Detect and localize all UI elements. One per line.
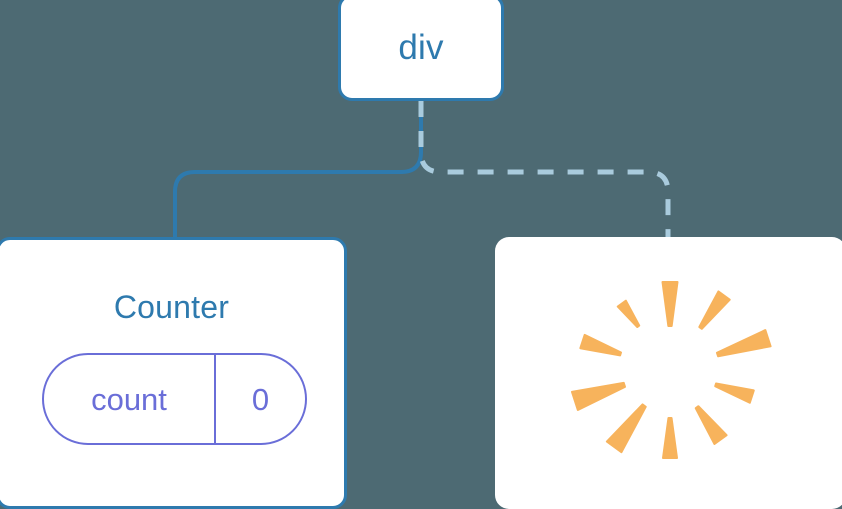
spinner-ray-9 xyxy=(616,299,641,329)
spinner-ray-3 xyxy=(714,382,755,404)
loading-spinner-burst-icon xyxy=(570,281,772,459)
state-key-cell: count xyxy=(44,355,216,443)
spinner-ray-7 xyxy=(570,381,626,411)
spinner-ray-0 xyxy=(661,281,679,327)
spinner-ray-6 xyxy=(605,403,647,454)
state-value-label: 0 xyxy=(251,381,270,417)
state-value-cell: 0 xyxy=(216,355,305,443)
spinner-ray-8 xyxy=(579,333,623,357)
node-counter[interactable]: Counter count 0 xyxy=(0,237,347,509)
spinner-ray-1 xyxy=(698,290,731,330)
spinner-ray-4 xyxy=(694,405,728,445)
node-div[interactable]: div xyxy=(338,0,504,101)
spinner-ray-2 xyxy=(715,329,772,358)
edge-div-to-counter xyxy=(173,101,423,238)
spinner-wrap xyxy=(495,237,842,509)
node-div-label: div xyxy=(398,28,444,67)
spinner-ray-5 xyxy=(662,417,678,459)
state-key-label: count xyxy=(91,381,167,417)
state-pill[interactable]: count 0 xyxy=(42,353,307,445)
node-spinner[interactable] xyxy=(495,237,842,509)
node-counter-label: Counter xyxy=(113,289,230,325)
edge-div-to-spinner xyxy=(418,101,671,238)
node-counter-title-wrap: Counter xyxy=(0,291,344,323)
